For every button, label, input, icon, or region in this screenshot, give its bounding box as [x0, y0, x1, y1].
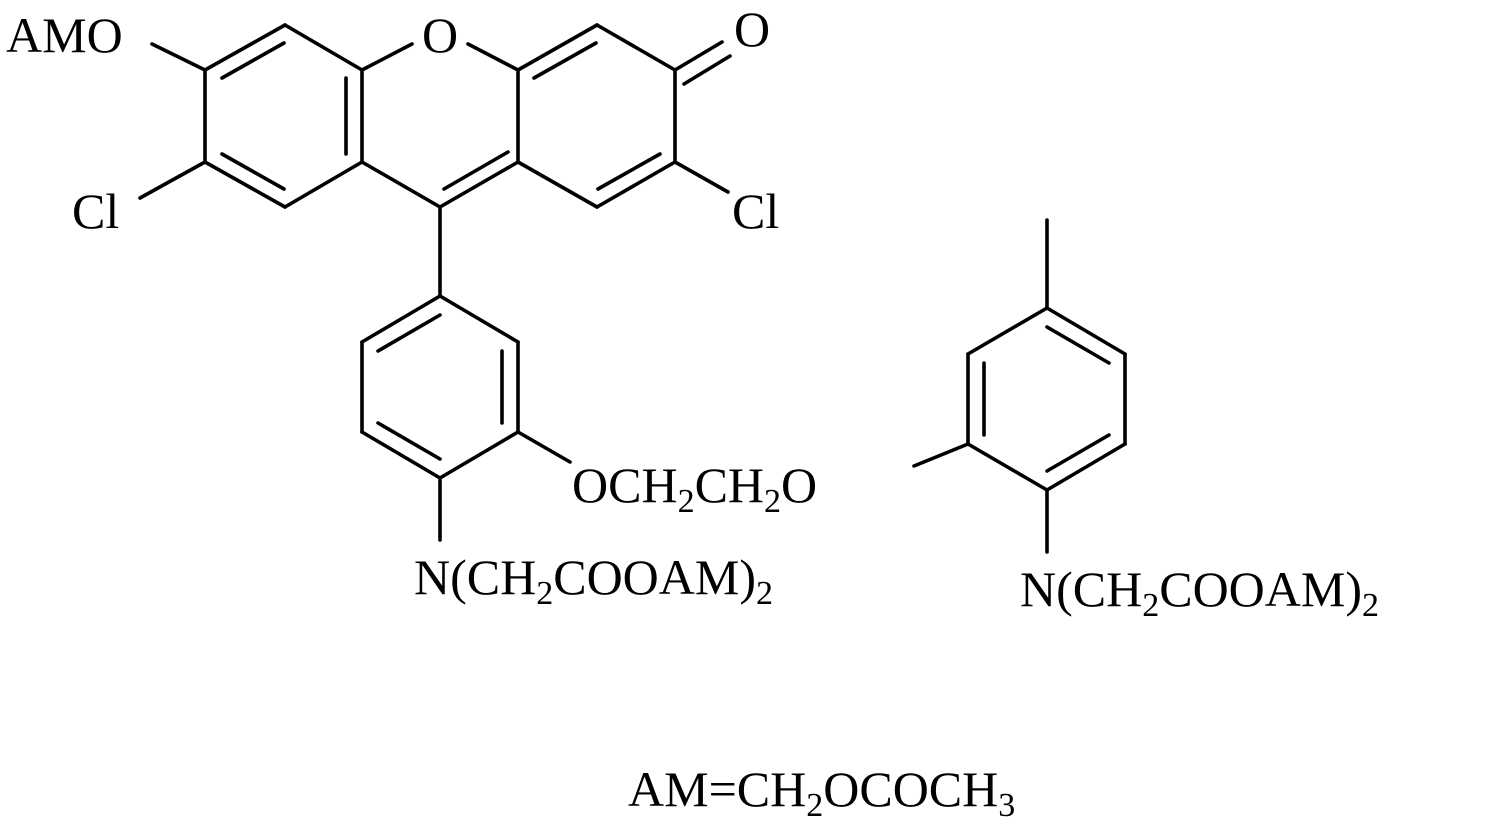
double-bond-inner	[532, 41, 598, 80]
bond	[966, 306, 1049, 356]
xanthene-right-ring	[516, 23, 732, 209]
bond	[516, 23, 599, 72]
amine-right-label: N(CH2COOAM)2	[1020, 561, 1379, 624]
bond-cl-left	[138, 160, 207, 200]
bond	[438, 430, 520, 480]
bond	[283, 160, 364, 209]
double-bond-inner	[376, 421, 442, 461]
left-benzene-ring	[360, 294, 520, 480]
amine-left-label: N(CH2COOAM)2	[414, 549, 773, 612]
bond	[438, 294, 520, 344]
bond	[360, 294, 442, 344]
double-bond-inner	[220, 41, 286, 80]
carbonyl-bond	[682, 54, 732, 86]
bond	[1045, 306, 1127, 356]
am-definition-label: AM=CH2OCOCH3	[628, 761, 1015, 824]
bond	[595, 160, 677, 209]
xanthene-central-ring	[360, 42, 520, 209]
bond	[516, 160, 599, 209]
ring-oxygen-label: O	[422, 7, 458, 63]
bond-linker-right	[912, 442, 970, 468]
cl-right-label: Cl	[732, 183, 779, 239]
amo-label: AMO	[6, 7, 123, 63]
bond	[360, 42, 414, 72]
bond	[203, 23, 287, 72]
linker-label: OCH2CH2O	[572, 457, 817, 520]
bond-amo	[150, 42, 207, 72]
bond	[966, 442, 1049, 492]
xanthene-left-ring	[203, 23, 364, 209]
carbonyl-bond	[673, 40, 724, 72]
bond	[1045, 442, 1127, 492]
bond	[360, 430, 442, 480]
bond	[283, 23, 364, 72]
bond-linker-left	[516, 430, 572, 464]
double-bond-inner	[1045, 433, 1111, 473]
bond	[360, 160, 442, 209]
double-bond-inner	[220, 152, 286, 191]
bond	[466, 42, 520, 72]
bond	[595, 23, 677, 72]
right-benzene-ring	[966, 306, 1127, 492]
double-bond-inner	[442, 150, 510, 191]
bond	[203, 160, 287, 209]
cl-left-label: Cl	[72, 183, 119, 239]
carbonyl-oxygen-label: O	[734, 1, 770, 57]
bond	[438, 160, 520, 209]
double-bond-inner	[376, 313, 442, 353]
bond-cl-right	[673, 160, 730, 194]
double-bond-inner	[1045, 325, 1111, 365]
double-bond-inner	[596, 152, 662, 191]
